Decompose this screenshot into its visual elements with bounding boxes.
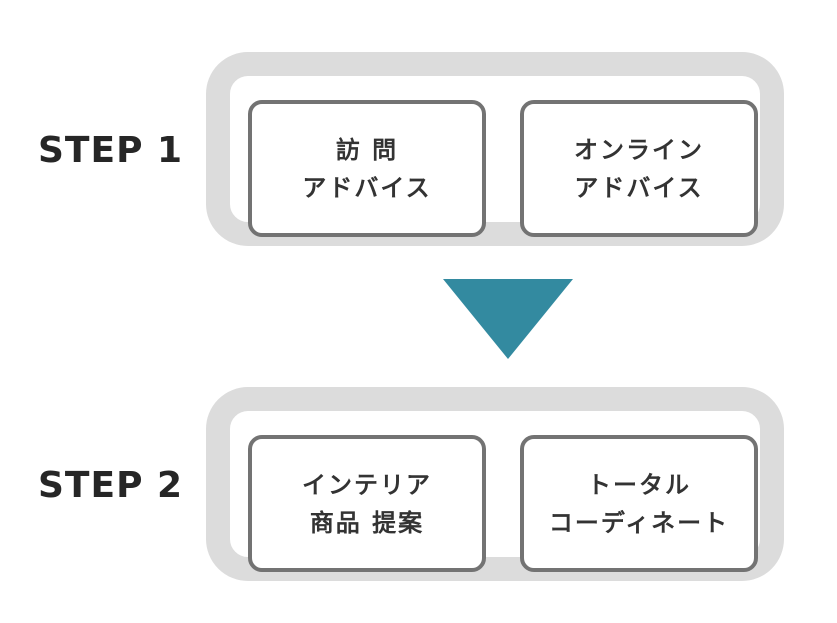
card-home-visit-advice: 訪 問 アドバイス bbox=[248, 100, 486, 237]
step-2-label: STEP 2 bbox=[38, 465, 184, 506]
card-line: 商品 提案 bbox=[309, 508, 425, 537]
card-online-advice: オンライン アドバイス bbox=[520, 100, 758, 237]
card-total-coordinate: トータル コーディネート bbox=[520, 435, 758, 572]
step-2-panel: インテリア 商品 提案 トータル コーディネート bbox=[206, 387, 784, 581]
card-line: インテリア bbox=[302, 470, 432, 499]
step-1-label: STEP 1 bbox=[38, 130, 184, 171]
card-line: トータル bbox=[587, 470, 691, 499]
card-line: アドバイス bbox=[302, 173, 432, 202]
card-line: アドバイス bbox=[574, 173, 704, 202]
down-arrow-icon bbox=[443, 279, 573, 359]
step-1-panel: 訪 問 アドバイス オンライン アドバイス bbox=[206, 52, 784, 246]
card-interior-product-proposal: インテリア 商品 提案 bbox=[248, 435, 486, 572]
card-line: 訪 問 bbox=[335, 135, 399, 164]
card-line: オンライン bbox=[574, 135, 704, 164]
card-line: コーディネート bbox=[548, 508, 730, 537]
